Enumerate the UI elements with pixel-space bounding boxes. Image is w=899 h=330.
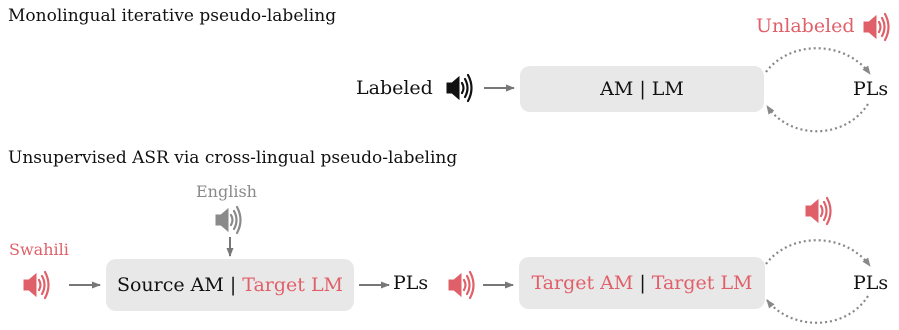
loop-arrow-pls-to-target: [766, 295, 869, 324]
speaker-icon: [214, 205, 242, 235]
target-lm-label: Target LM: [242, 274, 344, 296]
target-am-target-lm-box: Target AM | Target LM: [519, 257, 765, 309]
speaker-icon: [862, 12, 890, 42]
target-am-label: Target AM: [531, 272, 634, 294]
swahili-label: Swahili: [9, 240, 69, 259]
speaker-icon: [22, 270, 50, 300]
am-lm-box-label: AM | LM: [600, 78, 684, 100]
pls-label-bottom-right: PLs: [853, 272, 889, 294]
source-am-target-lm-box: Source AM | Target LM: [106, 259, 354, 311]
loop-arrow-pls-to-model: [766, 103, 869, 133]
section-title-cross-lingual: Unsupervised ASR via cross-lingual pseud…: [8, 148, 458, 168]
pls-label-middle: PLs: [393, 272, 429, 294]
loop-arrow-target-to-pls: [765, 239, 871, 267]
speaker-icon: [447, 270, 475, 300]
pls-label-top: PLs: [853, 78, 889, 100]
section-title-monolingual: Monolingual iterative pseudo-labeling: [8, 6, 337, 26]
unlabeled-label: Unlabeled: [756, 15, 855, 37]
speaker-icon: [445, 73, 473, 103]
source-am-label: Source AM: [116, 274, 224, 296]
box-separator: |: [639, 272, 646, 294]
am-lm-box: AM | LM: [520, 66, 764, 112]
target-lm-label: Target LM: [651, 272, 753, 294]
box-separator: |: [229, 274, 237, 296]
speaker-icon: [804, 196, 832, 226]
english-label: English: [196, 182, 257, 201]
labeled-label: Labeled: [356, 77, 433, 99]
loop-arrow-model-to-pls: [765, 47, 871, 75]
